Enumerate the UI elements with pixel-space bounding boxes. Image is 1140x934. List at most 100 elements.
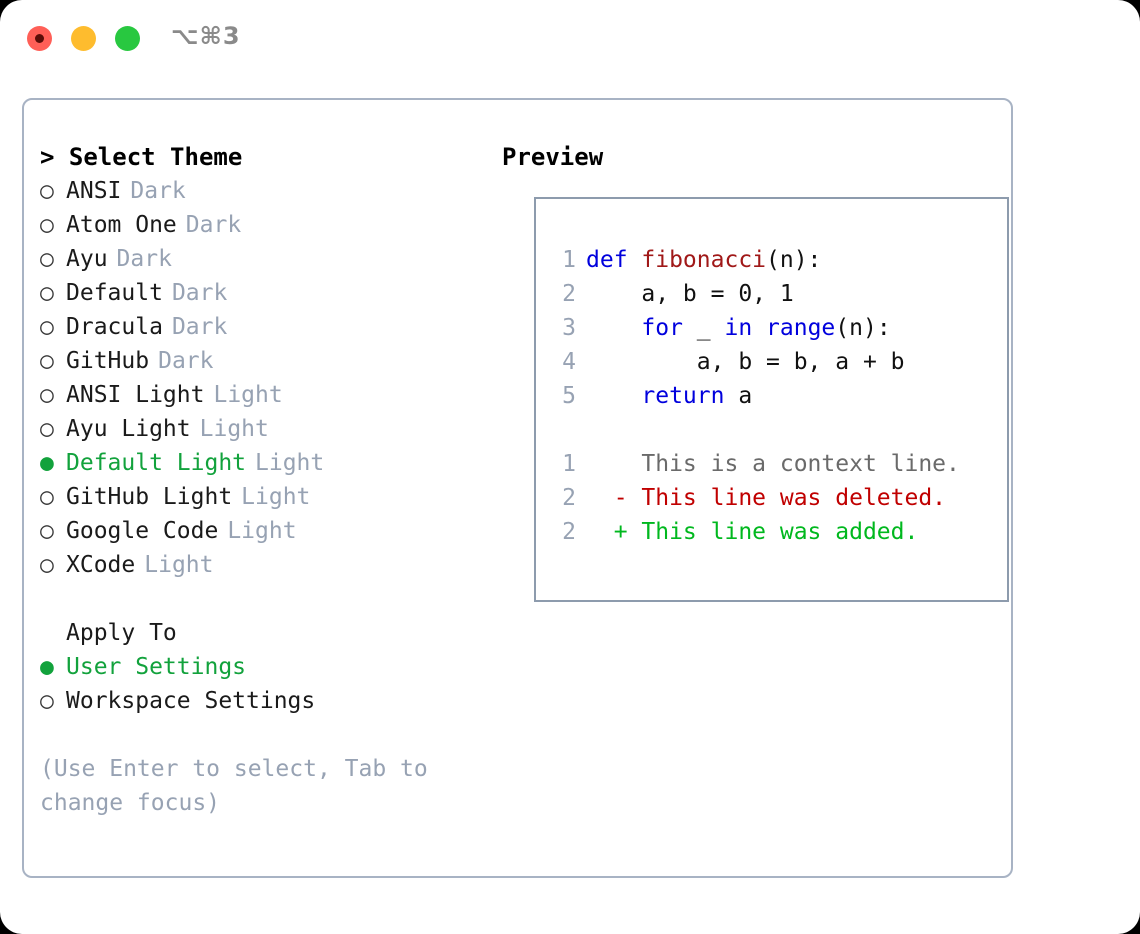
- keyboard-hint: (Use Enter to select, Tab to change focu…: [40, 756, 428, 816]
- theme-variant-tag: Dark: [116, 246, 172, 272]
- apply-to-option-label: Workspace Settings: [66, 688, 316, 714]
- apply-to-list: ●User Settings ○ Workspace Settings: [40, 650, 480, 718]
- traffic-light-group: [27, 26, 140, 51]
- code-token: [586, 383, 641, 409]
- theme-variant-tag: Light: [255, 450, 325, 476]
- diff-line-number: 2: [562, 485, 576, 511]
- diff-line: 2 + This line was added.: [550, 515, 960, 549]
- code-token: _: [682, 315, 725, 341]
- code-token: [752, 315, 766, 341]
- theme-option-label: GitHub: [66, 348, 150, 374]
- minimize-button[interactable]: [71, 26, 96, 51]
- code-token: range: [766, 315, 836, 341]
- select-theme-header: > Select Theme: [40, 143, 243, 171]
- code-line-text: a, b = b, a + b: [586, 345, 905, 379]
- radio-unselected-icon[interactable]: ○: [40, 314, 54, 340]
- code-line-number: 5: [562, 383, 576, 409]
- title-bar: ⌥⌘3: [0, 0, 1140, 78]
- apply-to-option[interactable]: ○ Workspace Settings: [40, 684, 480, 718]
- code-line-text: return a: [586, 379, 752, 413]
- radio-unselected-icon[interactable]: ○: [40, 178, 54, 204]
- code-token: in: [724, 315, 753, 341]
- code-line-text: a, b = 0, 1: [586, 277, 794, 311]
- diff-line-number: 2: [562, 519, 576, 545]
- theme-variant-tag: Light: [213, 382, 283, 408]
- radio-unselected-icon[interactable]: ○: [40, 280, 54, 306]
- code-line: 2 a, b = 0, 1: [550, 277, 905, 311]
- code-token: return: [641, 383, 725, 409]
- maximize-button[interactable]: [115, 26, 140, 51]
- theme-option[interactable]: ● Default Light Light: [40, 446, 480, 480]
- diff-line-text: + This line was added.: [586, 519, 919, 545]
- code-line-text: def fibonacci(n):: [586, 243, 821, 277]
- theme-option[interactable]: ○ ANSI Light Light: [40, 378, 480, 412]
- theme-option-label: XCode: [66, 552, 136, 578]
- theme-variant-tag: Dark: [158, 348, 214, 374]
- radio-unselected-icon[interactable]: ○: [40, 348, 54, 374]
- radio-unselected-icon[interactable]: ○: [40, 688, 54, 714]
- theme-variant-tag: Light: [199, 416, 269, 442]
- close-button[interactable]: [27, 26, 52, 51]
- radio-unselected-icon[interactable]: ○: [40, 212, 54, 238]
- radio-unselected-icon[interactable]: ○: [40, 416, 54, 442]
- radio-unselected-icon[interactable]: ○: [40, 552, 54, 578]
- code-token: fibonacci: [641, 247, 767, 273]
- theme-option-label: ANSI: [66, 178, 122, 204]
- theme-option-label: Default Light: [66, 450, 247, 476]
- theme-variant-tag: Light: [144, 552, 214, 578]
- code-line-number: 1: [562, 247, 576, 273]
- apply-to-header-row: ○ Apply To: [40, 616, 480, 650]
- code-line-number: 3: [562, 315, 576, 341]
- theme-variant-tag: Light: [227, 518, 297, 544]
- apply-to-option[interactable]: ●User Settings: [40, 650, 480, 684]
- diff-line-text: - This line was deleted.: [586, 485, 947, 511]
- radio-selected-icon[interactable]: ●: [40, 654, 54, 680]
- radio-unselected-icon[interactable]: ○: [40, 518, 54, 544]
- radio-unselected-icon[interactable]: ○: [40, 382, 54, 408]
- radio-unselected-icon[interactable]: ○: [40, 484, 54, 510]
- radio-selected-icon[interactable]: ●: [40, 450, 54, 476]
- spacer-marker: ○: [40, 616, 66, 650]
- theme-option[interactable]: ○ Ayu Light Light: [40, 412, 480, 446]
- code-line: 1 def fibonacci(n):: [550, 243, 905, 277]
- code-token: a: [724, 383, 753, 409]
- theme-variant-tag: Dark: [171, 280, 228, 306]
- code-token: a, b = b, a + b: [586, 349, 905, 375]
- code-line-text: for _ in range(n):: [586, 311, 890, 345]
- code-line: 5 return a: [550, 379, 905, 413]
- code-token: [586, 315, 641, 341]
- code-line-number: 2: [562, 281, 576, 307]
- keyboard-shortcut-label: ⌥⌘3: [171, 22, 241, 50]
- radio-unselected-icon[interactable]: ○: [40, 246, 54, 272]
- theme-variant-tag: Dark: [171, 314, 228, 340]
- theme-option-label: Google Code: [66, 518, 219, 544]
- theme-option-label: Ayu Light: [66, 416, 191, 442]
- theme-option-label: ANSI Light: [66, 382, 205, 408]
- theme-option-label: GitHub Light: [66, 484, 233, 510]
- theme-option[interactable]: ○ XCode Light: [40, 548, 480, 582]
- theme-option[interactable]: ○ GitHub Dark: [40, 344, 480, 378]
- diff-line-text: This is a context line.: [586, 451, 960, 477]
- theme-option[interactable]: ○ Default Dark: [40, 276, 480, 310]
- theme-option[interactable]: ○ Google Code Light: [40, 514, 480, 548]
- theme-variant-tag: Dark: [185, 212, 242, 238]
- diff-line-number: 1: [562, 451, 576, 477]
- apply-to-header: Apply To: [66, 620, 177, 646]
- code-token: (n):: [766, 247, 822, 273]
- code-token: a, b = 0, 1: [586, 281, 794, 307]
- code-line: 4 a, b = b, a + b: [550, 345, 905, 379]
- code-token: def: [586, 247, 642, 273]
- theme-option-label: Default: [66, 280, 163, 306]
